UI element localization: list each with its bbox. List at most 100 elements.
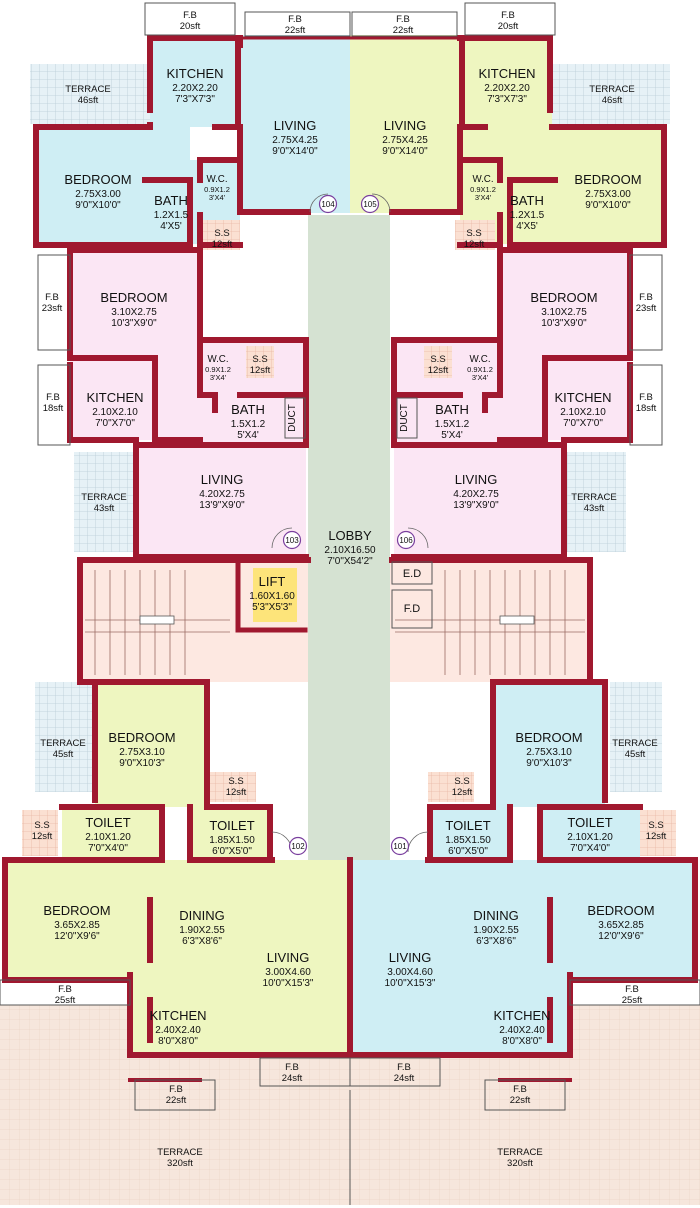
fb-12-area: 24sft xyxy=(394,1073,415,1084)
kitchen-tl-fill xyxy=(150,35,240,127)
wc-tr-name: W.C. xyxy=(472,174,493,185)
wc-mr-dim: 0.9X1.2 xyxy=(467,365,493,374)
bedroom-tl-name: BEDROOM xyxy=(64,172,131,187)
living-ml-fill xyxy=(136,445,306,557)
ss-8-area: 12sft xyxy=(646,831,667,842)
ss-fill-3 xyxy=(246,346,274,378)
bedroom-ml-dim: 3.10X2.75 xyxy=(111,307,157,318)
fb-2-name: F.B xyxy=(288,14,302,25)
fb-8-name: F.B xyxy=(639,392,653,403)
ss-4-area: 12sft xyxy=(428,365,449,376)
bedroom-ml-name: BEDROOM xyxy=(100,290,167,305)
ss-5-area: 12sft xyxy=(226,787,247,798)
ss-1-area: 12sft xyxy=(212,239,233,250)
bedroom-mr-name: BEDROOM xyxy=(530,290,597,305)
bedroom-bl2-name: BEDROOM xyxy=(43,903,110,918)
living-mr-fill xyxy=(394,445,564,557)
bedroom-br2-dim: 3.65X2.85 xyxy=(598,920,644,931)
bedroom-br2-name: BEDROOM xyxy=(587,903,654,918)
bath-tl-name: BATH xyxy=(154,193,188,208)
kitchen-mr-imp: 7'0"X7'0" xyxy=(563,418,603,429)
fb-1-name: F.B xyxy=(183,10,197,21)
bath-ml-imp: 5'X4' xyxy=(237,430,259,441)
living-tr-fill xyxy=(350,35,460,213)
ss-8-name: S.S xyxy=(648,820,663,831)
terrace-7-area: 320sft xyxy=(167,1158,193,1169)
wc-tl-dim: 0.9X1.2 xyxy=(204,185,230,194)
bedroom-tr-name: BEDROOM xyxy=(574,172,641,187)
kitchen-ml-dim: 2.10X2.10 xyxy=(92,407,138,418)
bedroom-bl1-fill xyxy=(95,682,207,807)
kitchen-br-name: KITCHEN xyxy=(493,1008,550,1023)
ss-fill-7 xyxy=(22,810,58,856)
dining-bl-imp: 6'3"X8'6" xyxy=(182,936,222,947)
terrace-small-3 xyxy=(74,452,136,552)
dining-bl-fill xyxy=(5,860,350,980)
bedroom-br1-name: BEDROOM xyxy=(515,730,582,745)
toilet-br1-name: TOILET xyxy=(567,815,612,830)
bedroom-mr-dim: 3.10X2.75 xyxy=(541,307,587,318)
terrace-8-name: TERRACE xyxy=(497,1147,542,1158)
fb-10-area: 25sft xyxy=(622,995,643,1006)
terrace-1-area: 46sft xyxy=(78,95,99,106)
dining-bl-dim: 1.90X2.55 xyxy=(179,925,225,936)
fb-10-name: F.B xyxy=(625,984,639,995)
duct-label-1: DUCT xyxy=(287,404,298,432)
lobby-fill xyxy=(308,215,390,865)
bedroom-ml-fill xyxy=(70,250,200,440)
toilet-bl2-imp: 6'0"X5'0" xyxy=(212,846,252,857)
bedroom-bl2-imp: 12'0"X9'6" xyxy=(54,931,100,942)
door-number-102: 102 xyxy=(291,842,305,851)
kitchen-tl-dim: 2.20X2.20 xyxy=(172,83,218,94)
bath-ml-name: BATH xyxy=(231,402,265,417)
fb-9-area: 25sft xyxy=(55,995,76,1006)
fb-11-area: 24sft xyxy=(282,1073,303,1084)
toilet-bl1-dim: 2.10X1.20 xyxy=(85,832,131,843)
lobby-dim: 2.10X16.50 xyxy=(324,545,376,556)
door-number-101: 101 xyxy=(393,842,407,851)
wc-mr-name: W.C. xyxy=(469,354,490,365)
ss-1-name: S.S xyxy=(214,228,229,239)
ss-7-name: S.S xyxy=(34,820,49,831)
wc-ml-dim: 0.9X1.2 xyxy=(205,365,231,374)
kitchen-tr-dim: 2.20X2.20 xyxy=(484,83,530,94)
bath-tr-dim: 1.2X1.5 xyxy=(510,210,545,221)
door-number-104: 104 xyxy=(321,200,335,209)
living-tl-dim: 2.75X4.25 xyxy=(272,135,318,146)
toilet-br2-imp: 6'0"X5'0" xyxy=(448,846,488,857)
living-mr-name: LIVING xyxy=(455,472,498,487)
toilet-br1-dim: 2.10X1.20 xyxy=(567,832,613,843)
terrace-4-name: TERRACE xyxy=(571,492,616,503)
kitchen-br-imp: 8'0"X8'0" xyxy=(502,1036,542,1047)
fb-2-area: 22sft xyxy=(285,25,306,36)
living-ml-name: LIVING xyxy=(201,472,244,487)
bedroom-br2-imp: 12'0"X9'6" xyxy=(598,931,644,942)
fb-6-area: 23sft xyxy=(636,303,657,314)
kitchen-tr-fill xyxy=(460,35,552,127)
living-tl-name: LIVING xyxy=(274,118,317,133)
kitchen-tl-name: KITCHEN xyxy=(166,66,223,81)
bath-tr-name: BATH xyxy=(510,193,544,208)
wc-tl-imp: 3'X4' xyxy=(209,193,226,202)
ed-label: E.D xyxy=(403,568,421,580)
ss-2-area: 12sft xyxy=(464,239,485,250)
living-tr-imp: 9'0"X14'0" xyxy=(382,146,428,157)
ss-5-name: S.S xyxy=(228,776,243,787)
door-badge-102 xyxy=(288,836,308,856)
fb-11-name: F.B xyxy=(285,1062,299,1073)
wc-ml-imp: 3'X4' xyxy=(210,373,227,382)
bedroom-tr-dim: 2.75X3.00 xyxy=(585,189,631,200)
living-tl-imp: 9'0"X14'0" xyxy=(272,146,318,157)
bedroom-tl-imp: 9'0"X10'0" xyxy=(75,200,121,211)
ss-7-area: 12sft xyxy=(32,831,53,842)
fb-5-name: F.B xyxy=(45,292,59,303)
bath-mr-dim: 1.5X1.2 xyxy=(435,419,470,430)
living-ml-dim: 4.20X2.75 xyxy=(199,489,245,500)
kitchen-br-dim: 2.40X2.40 xyxy=(499,1025,545,1036)
door-number-103: 103 xyxy=(285,536,299,545)
lobby-imp: 7'0"X54'2" xyxy=(327,556,373,567)
terrace-small-5 xyxy=(35,682,95,792)
bath-tr-imp: 4'X5' xyxy=(516,221,538,232)
bedroom-bl1-dim: 2.75X3.10 xyxy=(119,747,165,758)
kitchen-tl-imp: 7'3"X7'3" xyxy=(175,94,215,105)
